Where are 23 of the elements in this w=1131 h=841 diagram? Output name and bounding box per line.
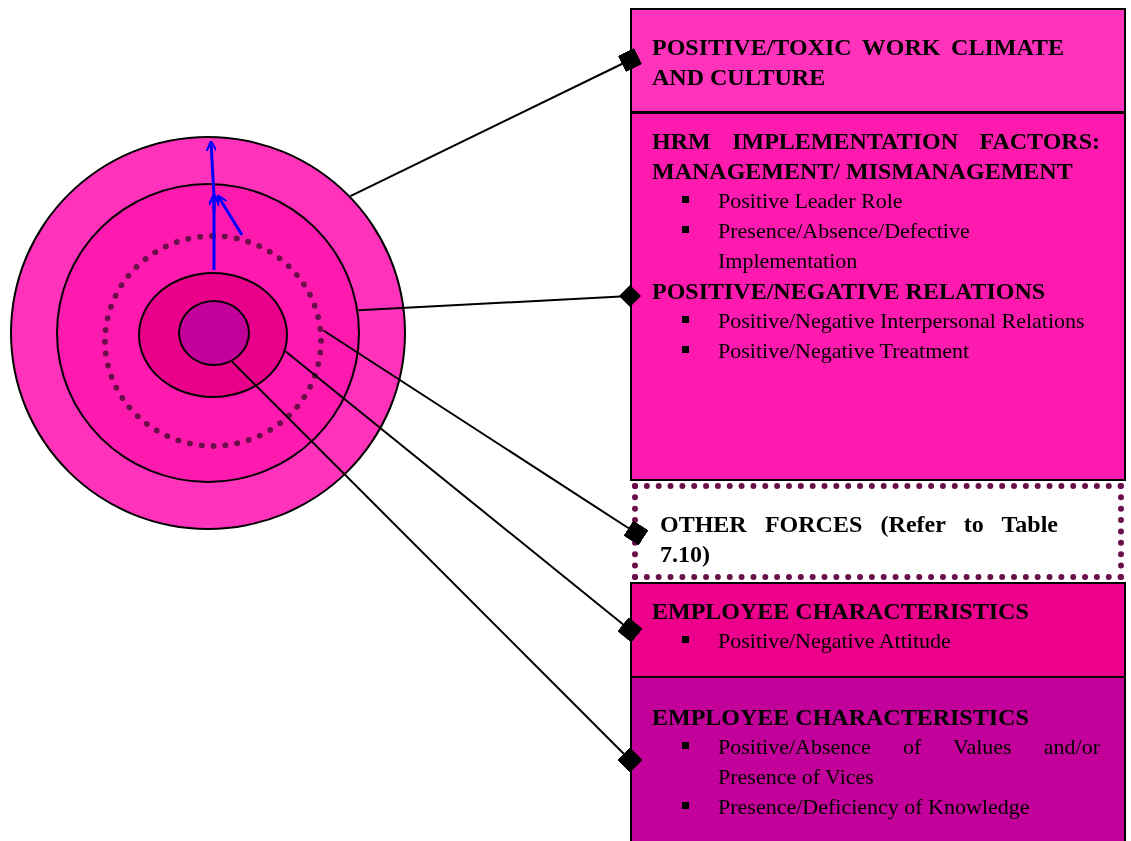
leader-line [349,47,643,198]
bullet-item: Positive/Absence of Values and/or Presence of Vices [718,733,1100,791]
bullet-item: Presence/Deficiency of Knowledge [718,793,1031,821]
text-box [632,483,1124,580]
bullet-item: Positive/Negative Attitude [718,627,952,655]
text-box [630,582,1126,678]
text-box [630,112,1126,481]
heading: OTHER FORCES (Refer to Table 7.10) [660,510,1058,569]
heading: POSITIVE/TOXIC WORK CLIMATE AND CULTURE [652,33,1064,92]
heading: POSITIVE/NEGATIVE RELATIONS [652,277,1047,306]
heading: EMPLOYEE CHARACTERISTICS [652,703,1030,732]
text-box [630,676,1126,841]
bullet-item: Positive/Negative Treatment [718,337,971,365]
leader-line [231,360,643,773]
leader-line [284,350,643,643]
heading: EMPLOYEE CHARACTERISTICS [652,597,1030,626]
text-box [630,8,1126,113]
bullet-item: Positive Leader Role [718,187,904,215]
bullet-item: Positive/Negative Interpersonal Relations [718,307,1086,335]
leader-line [322,329,649,546]
leader-line [357,285,641,312]
heading: HRM IMPLEMENTATION FACTORS: MANAGEMENT/ MISMANAGEMENT [652,127,1100,186]
bullet-item: Presence/Absence/Defective Implementation [718,217,971,275]
